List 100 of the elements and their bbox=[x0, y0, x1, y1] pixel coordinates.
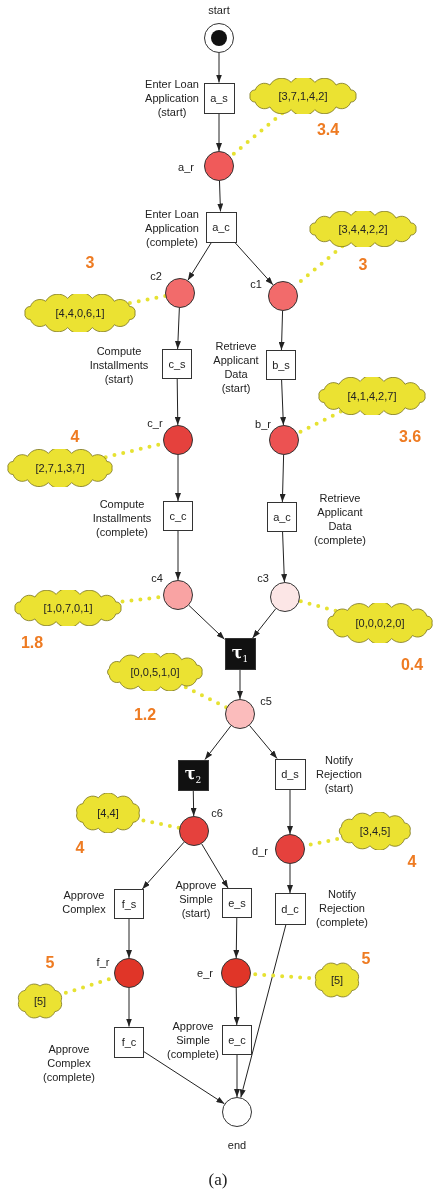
activity-label: Approve Complex (complete) bbox=[42, 1042, 96, 1084]
activity-label: Notify Rejection (start) bbox=[315, 753, 363, 795]
activity-label: Retrieve Applicant Data (complete) bbox=[313, 491, 367, 547]
arrow bbox=[141, 841, 185, 890]
thought-cloud bbox=[4, 449, 116, 487]
vector-label: [5] bbox=[330, 974, 344, 986]
transition-box bbox=[274, 758, 306, 790]
thought-cloud bbox=[104, 653, 206, 691]
transition-name: f_c bbox=[121, 1036, 137, 1048]
vector-label: [5] bbox=[33, 995, 47, 1007]
arrow bbox=[174, 307, 181, 350]
place-circle bbox=[221, 958, 251, 988]
activity-label: Compute Installments (start) bbox=[88, 344, 150, 386]
place-label: end bbox=[226, 1138, 248, 1152]
vector-label: [4,4] bbox=[97, 807, 119, 819]
score-label: 4 bbox=[407, 855, 417, 869]
vector-label: [2,7,1,3,7] bbox=[35, 462, 85, 474]
arrow bbox=[175, 454, 181, 502]
arrow bbox=[279, 454, 286, 503]
silent-transition-box bbox=[177, 759, 209, 791]
transition-name: c_s bbox=[168, 358, 186, 370]
activity-label: Enter Loan Application (start) bbox=[144, 77, 200, 119]
place-label: d_r bbox=[251, 844, 269, 858]
arrow bbox=[204, 725, 232, 760]
thought-cloud bbox=[11, 590, 125, 626]
transition-box bbox=[267, 502, 297, 532]
vector-label: [0,0,0,2,0] bbox=[355, 617, 405, 629]
thought-cloud bbox=[73, 793, 143, 833]
activity-label: Compute Installments (complete) bbox=[91, 497, 153, 539]
place-circle bbox=[270, 582, 300, 612]
place-label: b_r bbox=[254, 417, 272, 431]
place-label: f_r bbox=[95, 955, 111, 969]
arrow bbox=[217, 180, 224, 212]
vector-label: [0,0,5,1,0] bbox=[130, 666, 180, 678]
score-label: 1.8 bbox=[20, 636, 44, 650]
arrow bbox=[216, 113, 222, 152]
arrow bbox=[287, 863, 293, 894]
transition-name: e_c bbox=[228, 1034, 246, 1046]
arrow bbox=[143, 1051, 225, 1105]
transition-name: τ$_{2}$ bbox=[184, 764, 202, 786]
transition-name: c_c bbox=[169, 510, 187, 522]
transition-name: d_s bbox=[281, 768, 299, 780]
arrow bbox=[239, 924, 287, 1098]
thought-cloud bbox=[21, 294, 139, 332]
transition-name: f_s bbox=[121, 898, 137, 910]
place-label: c3 bbox=[256, 571, 270, 585]
score-label: 3.6 bbox=[398, 430, 422, 444]
arrow bbox=[126, 987, 132, 1027]
activity-label: Approve Simple (start) bbox=[174, 878, 218, 920]
score-label: 1.2 bbox=[133, 708, 157, 722]
transition-name: d_c bbox=[281, 903, 299, 915]
transition-box bbox=[205, 211, 237, 243]
transition-name: a_c bbox=[212, 221, 230, 233]
place-circle bbox=[179, 816, 209, 846]
thought-cloud bbox=[315, 377, 429, 415]
place-circle bbox=[275, 834, 305, 864]
place-circle bbox=[225, 699, 255, 729]
arrow bbox=[190, 790, 197, 817]
score-label: 5 bbox=[361, 952, 371, 966]
thought-cloud bbox=[306, 211, 420, 247]
score-label: 3 bbox=[358, 258, 368, 272]
place-label: c4 bbox=[150, 571, 164, 585]
thought-cloud bbox=[15, 982, 65, 1020]
transition-box bbox=[222, 888, 252, 918]
arrow bbox=[126, 918, 132, 959]
arrow bbox=[201, 843, 229, 889]
place-circle bbox=[165, 278, 195, 308]
vector-label: [3,4,4,2,2] bbox=[338, 223, 388, 235]
vector-label: [4,4,0,6,1] bbox=[55, 307, 105, 319]
arrow bbox=[234, 242, 274, 286]
place-circle bbox=[163, 425, 193, 455]
place-label: start bbox=[207, 3, 231, 17]
arrow bbox=[187, 242, 212, 281]
score-label: 3 bbox=[85, 256, 95, 270]
arrow bbox=[216, 52, 222, 83]
transition-box bbox=[162, 349, 192, 379]
vector-label: [3,4,5] bbox=[359, 825, 391, 837]
place-circle bbox=[163, 580, 193, 610]
transition-box bbox=[274, 893, 306, 925]
transition-box bbox=[114, 1026, 144, 1058]
transition-name: a_s bbox=[210, 92, 228, 104]
vector-label: [3,7,1,4,2] bbox=[278, 90, 328, 102]
place-circle bbox=[269, 425, 299, 455]
score-label: 0.4 bbox=[400, 658, 424, 672]
transition-box bbox=[114, 889, 144, 919]
transition-box bbox=[203, 82, 235, 114]
transition-name: b_s bbox=[272, 359, 290, 371]
transition-name: a_c bbox=[273, 511, 291, 523]
place-label: c6 bbox=[210, 806, 224, 820]
caption: (a) bbox=[207, 1170, 229, 1190]
score-label: 5 bbox=[45, 956, 55, 970]
arrow bbox=[233, 917, 240, 959]
activity-label: Enter Loan Application (complete) bbox=[144, 207, 200, 249]
score-label: 3.4 bbox=[316, 123, 340, 137]
arrow bbox=[174, 378, 181, 426]
arrow bbox=[237, 669, 243, 700]
arrow bbox=[252, 608, 277, 639]
activity-label: Notify Rejection (complete) bbox=[315, 887, 369, 929]
place-label: a_r bbox=[177, 160, 195, 174]
activity-label: Retrieve Applicant Data (start) bbox=[212, 339, 260, 395]
